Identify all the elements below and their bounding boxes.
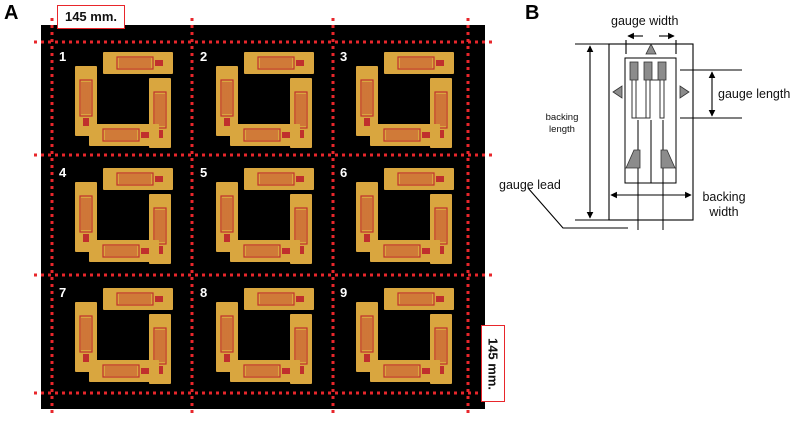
gauge-top-5 bbox=[244, 168, 314, 190]
gauge-top-6 bbox=[384, 168, 454, 190]
gauge-top-4 bbox=[103, 168, 173, 190]
gauge-cell-3 bbox=[356, 52, 454, 148]
alignment-marks bbox=[612, 43, 690, 169]
gauge-top-2 bbox=[244, 52, 314, 74]
gauge-length-label: gauge length bbox=[718, 87, 791, 101]
gauge-bottom-1 bbox=[89, 124, 159, 146]
gauge-width-label: gauge width bbox=[611, 14, 679, 28]
gauge-bottom-6 bbox=[370, 240, 440, 262]
top-dimension-label: 145 mm. bbox=[57, 5, 125, 29]
gauge-cell-1 bbox=[75, 52, 173, 148]
align-mark-left bbox=[612, 85, 623, 99]
gauge-top-1 bbox=[103, 52, 173, 74]
align-mark-right bbox=[679, 85, 690, 99]
cell-number-3: 3 bbox=[340, 49, 348, 64]
grid-tab-2 bbox=[643, 61, 653, 81]
gauge-bottom-5 bbox=[230, 240, 300, 262]
gauge-cell-6 bbox=[356, 168, 454, 264]
backing-length-line1: backing bbox=[545, 112, 579, 123]
gauge-top-3 bbox=[384, 52, 454, 74]
gauge-left-1 bbox=[75, 66, 97, 136]
gauge-bottom-7 bbox=[89, 360, 159, 382]
grid-serpentine bbox=[631, 79, 665, 119]
gauge-lead-label: gauge lead bbox=[499, 178, 561, 192]
cell-number-5: 5 bbox=[200, 165, 208, 180]
grid-tab-1 bbox=[629, 61, 639, 81]
cell-number-2: 2 bbox=[200, 49, 208, 64]
gauge-left-5 bbox=[216, 182, 238, 252]
gauge-left-3 bbox=[356, 66, 378, 136]
gauge-bottom-2 bbox=[230, 124, 300, 146]
gauge-left-8 bbox=[216, 302, 238, 372]
gauge-lead-pointer bbox=[527, 187, 628, 229]
gauge-left-2 bbox=[216, 66, 238, 136]
gauge-bottom-8 bbox=[230, 360, 300, 382]
cell-number-6: 6 bbox=[340, 165, 348, 180]
gauge-left-9 bbox=[356, 302, 378, 372]
gauge-cell-4 bbox=[75, 168, 173, 264]
gauge-cell-9 bbox=[356, 288, 454, 384]
gauge-bottom-9 bbox=[370, 360, 440, 382]
cell-number-1: 1 bbox=[59, 49, 67, 64]
cell-number-8: 8 bbox=[200, 285, 208, 300]
gauge-grid bbox=[629, 61, 667, 81]
cell-number-4: 4 bbox=[59, 165, 67, 180]
backing-width-line1: backing bbox=[702, 190, 746, 204]
gauge-cell-7 bbox=[75, 288, 173, 384]
gauge-cell-2 bbox=[216, 52, 314, 148]
backing-width-line2: width bbox=[709, 205, 739, 219]
gauge-cell-5 bbox=[216, 168, 314, 264]
gauge-cell-8 bbox=[216, 288, 314, 384]
solder-tab-right bbox=[660, 149, 676, 169]
align-mark-top bbox=[645, 43, 657, 55]
panel-b-letter: B bbox=[525, 2, 540, 24]
gauge-bottom-3 bbox=[370, 124, 440, 146]
gauge-top-9 bbox=[384, 288, 454, 310]
grid-tab-3 bbox=[657, 61, 667, 81]
gauge-bottom-4 bbox=[89, 240, 159, 262]
gauge-left-4 bbox=[75, 182, 97, 252]
board-background bbox=[41, 25, 485, 409]
backing-length-label: backing length bbox=[542, 112, 582, 136]
side-dimension-label: 145 mm. bbox=[481, 325, 505, 402]
solder-tab-left bbox=[625, 149, 641, 169]
backing-width-label: backing width bbox=[698, 190, 750, 220]
cell-number-7: 7 bbox=[59, 285, 67, 300]
backing-length-line2: length bbox=[549, 124, 575, 135]
gauge-top-7 bbox=[103, 288, 173, 310]
cell-number-9: 9 bbox=[340, 285, 348, 300]
gauge-left-6 bbox=[356, 182, 378, 252]
gauge-top-8 bbox=[244, 288, 314, 310]
panel-a-letter: A bbox=[4, 2, 19, 24]
gauge-left-7 bbox=[75, 302, 97, 372]
